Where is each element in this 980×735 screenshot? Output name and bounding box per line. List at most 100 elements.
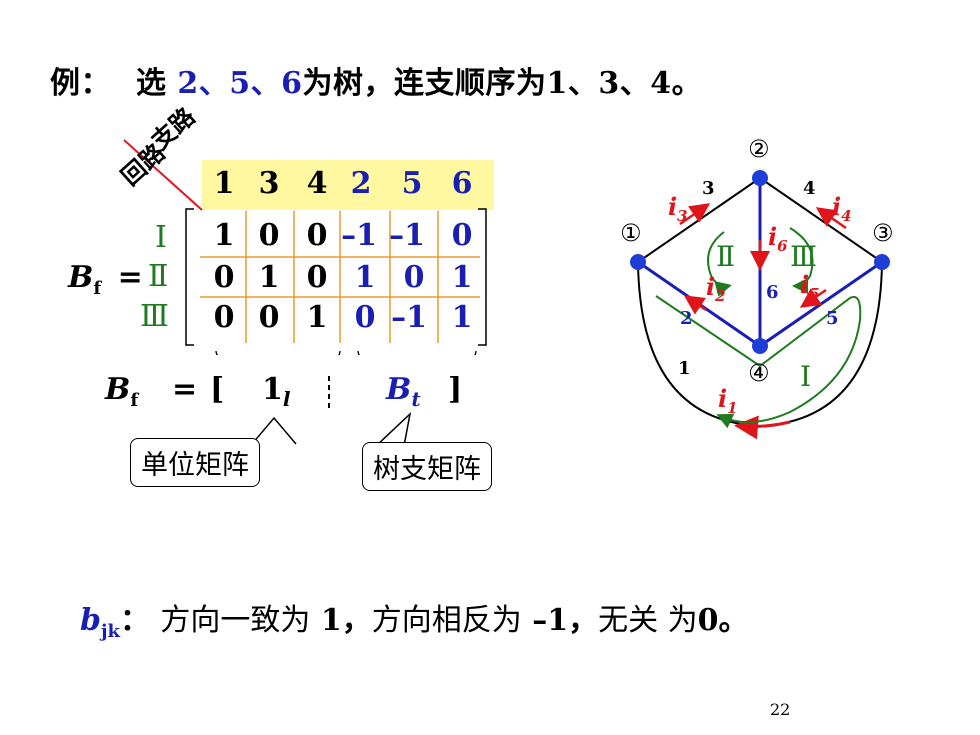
partition-sub: f bbox=[130, 390, 139, 411]
partition-open-bracket: [ bbox=[210, 372, 225, 407]
rule-symbol-sub: jk bbox=[100, 621, 120, 642]
identity-symbol: 1 bbox=[262, 372, 283, 407]
rule-statement: bjk： 方向一致为 1，方向相反为 –1，无关 为0。 bbox=[80, 595, 749, 642]
branch-3 bbox=[637, 177, 761, 263]
matrix-cell: 0 bbox=[451, 218, 473, 253]
loop-label-2: Ⅱ bbox=[716, 240, 736, 273]
partition-symbol: B bbox=[105, 372, 131, 407]
matrix-header-band bbox=[202, 160, 494, 210]
current-arrow-i3 bbox=[679, 203, 711, 226]
current-label-i3: i3 bbox=[668, 192, 688, 225]
column-header: 5 bbox=[401, 166, 423, 201]
node-label-1: ① bbox=[620, 219, 642, 247]
matrix-cell: 1 bbox=[306, 300, 328, 335]
current-label-i4: i4 bbox=[832, 192, 852, 225]
title-prefix: 例： bbox=[50, 66, 111, 101]
partition-equals: = bbox=[172, 372, 198, 407]
branch-label-1: 1 bbox=[678, 358, 691, 379]
current-arrow-i2 bbox=[683, 295, 707, 315]
page-number: 22 bbox=[770, 700, 791, 719]
partition-separator bbox=[328, 376, 330, 412]
column-header: 3 bbox=[258, 166, 280, 201]
callout-pointer-tree bbox=[375, 412, 412, 447]
rule-opposite-direction: 方向相反为 bbox=[371, 603, 522, 638]
title-tree-branches: 2、5、6 bbox=[177, 66, 303, 101]
current-arrow-i1 bbox=[734, 415, 791, 440]
row-label-loop-1: Ⅰ bbox=[155, 220, 167, 255]
matrix-grid bbox=[185, 208, 487, 355]
matrix-cell: 1 bbox=[213, 218, 235, 253]
matrix-cell: 1 bbox=[258, 260, 280, 295]
matrix-cell: 0 bbox=[213, 260, 235, 295]
branch-label-3: 3 bbox=[702, 178, 715, 199]
node-3 bbox=[874, 254, 890, 270]
loop-arrow-1 bbox=[655, 295, 862, 429]
matrix-cell: 0 bbox=[258, 300, 280, 335]
loop-arrow-2 bbox=[707, 231, 732, 297]
partition-close-bracket: ] bbox=[448, 372, 463, 407]
node-label-2: ② bbox=[748, 135, 770, 163]
rule-symbol: b bbox=[80, 603, 101, 638]
node-2 bbox=[752, 170, 768, 186]
column-header: 4 bbox=[306, 166, 328, 201]
tree-sub: t bbox=[411, 387, 421, 411]
matrix-cell: 1 bbox=[354, 260, 376, 295]
identity-block: 1l bbox=[262, 372, 290, 411]
callout-identity: 单位矩阵 bbox=[130, 438, 260, 487]
matrix-cell: 0 bbox=[258, 218, 280, 253]
matrix-cell: 1 bbox=[451, 300, 473, 335]
title-tree-word: 为树，连支顺序为 bbox=[302, 66, 547, 101]
matrix-cell: 0 bbox=[306, 260, 328, 295]
rule-same-value: 1， bbox=[320, 603, 372, 638]
tree-symbol: B bbox=[386, 372, 412, 407]
matrix-cell: 0 bbox=[403, 260, 425, 295]
matrix-cell: –1 bbox=[389, 218, 425, 253]
rule-unrelated-value: 0。 bbox=[697, 603, 749, 638]
tree-block: Bt bbox=[386, 372, 421, 411]
title-link-order: 1、3、4。 bbox=[546, 66, 703, 101]
title-choose: 选 bbox=[135, 66, 167, 101]
current-arrow-i5 bbox=[799, 288, 827, 308]
current-arrow-i4 bbox=[815, 207, 847, 230]
column-header: 6 bbox=[451, 166, 473, 201]
matrix-cell: 0 bbox=[213, 300, 235, 335]
corner-divider bbox=[123, 139, 203, 211]
callout-pointer-identity bbox=[251, 416, 297, 445]
matrix-cell: –1 bbox=[341, 218, 377, 253]
loop-label-3: Ⅲ bbox=[790, 240, 818, 273]
callout-tree: 树支矩阵 bbox=[362, 442, 492, 491]
current-label-i2: i2 bbox=[706, 272, 726, 305]
branch-5 bbox=[759, 260, 883, 348]
node-label-3: ③ bbox=[872, 219, 894, 247]
matrix-cell: 0 bbox=[354, 300, 376, 335]
matrix-label-symbol: B bbox=[68, 260, 94, 295]
loop-arrow-3 bbox=[789, 227, 814, 294]
matrix-cell: –1 bbox=[391, 300, 427, 335]
branch-label-4: 4 bbox=[803, 178, 816, 199]
matrix-equals: = bbox=[117, 260, 143, 295]
branch-label-2: 2 bbox=[680, 308, 693, 329]
rule-colon: ： bbox=[119, 603, 150, 638]
current-label-i1: i1 bbox=[718, 384, 738, 417]
node-4 bbox=[752, 338, 768, 354]
matrix-cell: 0 bbox=[306, 218, 328, 253]
identity-sub: l bbox=[282, 387, 291, 411]
rule-unrelated: 无关 为 bbox=[598, 603, 698, 638]
rule-same-direction: 方向一致为 bbox=[160, 603, 311, 638]
current-label-i5: i5 bbox=[800, 270, 820, 303]
circuit-graph bbox=[630, 170, 890, 440]
matrix-label: Bf = bbox=[68, 260, 143, 299]
column-header: 2 bbox=[350, 166, 372, 201]
node-label-4: ④ bbox=[748, 359, 770, 387]
column-header: 1 bbox=[213, 166, 235, 201]
slide-title: 例： 选 2、5、6为树，连支顺序为1、3、4。 bbox=[50, 58, 702, 102]
rule-opposite-value: –1， bbox=[532, 603, 599, 638]
row-label-loop-3: Ⅲ bbox=[140, 299, 169, 334]
loop-label-1: Ⅰ bbox=[800, 360, 812, 393]
matrix-label-sub: f bbox=[93, 278, 102, 299]
current-label-i6: i6 bbox=[768, 222, 788, 255]
branch-label-5: 5 bbox=[826, 308, 839, 329]
partition-label: Bf bbox=[105, 372, 138, 411]
row-label-loop-2: Ⅱ bbox=[148, 259, 169, 294]
matrix-cell: 1 bbox=[451, 260, 473, 295]
